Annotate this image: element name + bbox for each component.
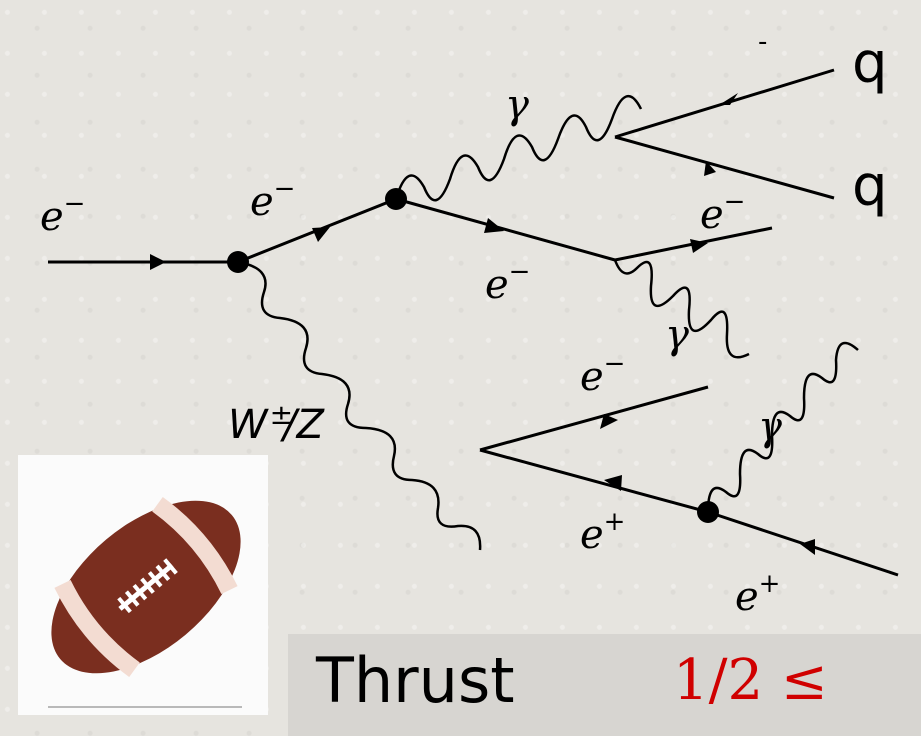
photon-brem xyxy=(613,259,750,359)
boson-line xyxy=(237,260,482,551)
quark-line xyxy=(614,135,835,200)
arrow-incoming xyxy=(150,254,166,270)
photon-to-quarks xyxy=(394,95,643,202)
vertex-3 xyxy=(697,501,719,523)
label-photon-final: γ xyxy=(758,404,782,450)
thrust-formula: 1/2 ≤ xyxy=(673,648,828,713)
arrow-pair-electron xyxy=(600,414,618,429)
arrow-v2-out xyxy=(484,218,504,233)
arrow-quark xyxy=(704,161,716,176)
arrow-v1-v2 xyxy=(312,227,330,242)
football-icon xyxy=(51,496,241,678)
pair-positron-line xyxy=(479,448,709,514)
arrow-pair-positron xyxy=(604,475,622,491)
label-photon-top: γ xyxy=(505,82,529,128)
label-quark: q xyxy=(852,154,888,219)
vertex-1 xyxy=(227,251,249,273)
thrust-label: Thrust xyxy=(316,644,515,717)
football-card xyxy=(18,455,268,715)
label-e-incoming: e− xyxy=(40,189,85,240)
label-e-pair-electron: e− xyxy=(580,349,625,400)
label-boson: W±/Z xyxy=(228,398,326,448)
label-e-after-vertex2: e− xyxy=(485,257,530,308)
pair-electron-line xyxy=(479,385,709,452)
arrow-antiquark xyxy=(719,93,738,105)
label-photon-brem: γ xyxy=(665,312,689,358)
football-divider xyxy=(48,706,242,708)
vertex-2 xyxy=(385,188,407,210)
label-antiquark: q xyxy=(852,31,888,96)
label-e-after-vertex1: e− xyxy=(250,174,295,225)
photon-final xyxy=(706,341,859,513)
label-e-pair-positron: e+ xyxy=(580,507,625,558)
arrow-outgoing xyxy=(690,239,708,253)
label-e-final-positron: e+ xyxy=(735,569,780,620)
arrow-final-positron xyxy=(800,539,815,555)
electron-line-v2-out xyxy=(395,197,616,262)
label-antiquark-bar: - xyxy=(758,27,767,57)
thrust-panel: Thrust 1/2 ≤ xyxy=(288,634,921,736)
feynman-diagram: e− e− e− e− e− e+ e+ γ γ γ - q q W±/Z xyxy=(40,27,899,620)
label-e-outgoing-top: e− xyxy=(700,187,745,238)
